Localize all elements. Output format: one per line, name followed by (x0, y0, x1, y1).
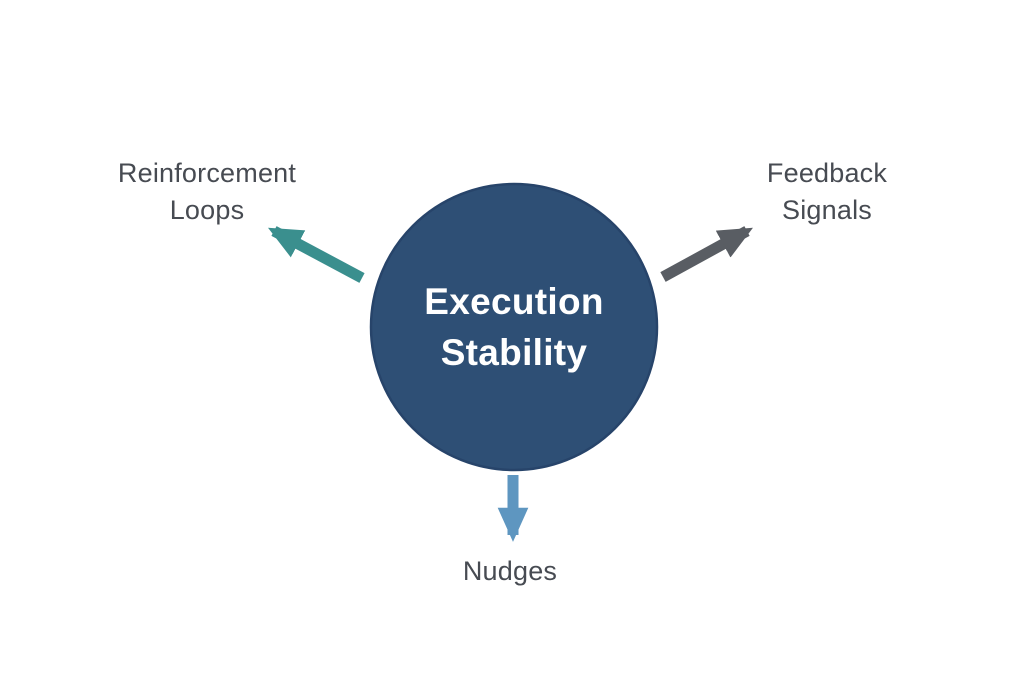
center-node-circle (369, 182, 659, 472)
label-line: Nudges (462, 556, 558, 586)
arrow-reinforcement-loops (267, 226, 365, 283)
label-reinforcement-loops: Reinforcement Loops (47, 155, 367, 229)
center-node-label: Execution Stability (354, 276, 674, 378)
label-nudges: Nudges (350, 553, 670, 590)
label-line: Loops (169, 195, 245, 225)
label-line: Signals (782, 195, 872, 225)
center-label-line-2: Stability (440, 332, 588, 373)
label-line: Feedback (766, 158, 888, 188)
center-label-line-1: Execution (424, 281, 604, 322)
label-line: Reinforcement (117, 158, 297, 188)
arrow-feedback-signals (660, 226, 753, 282)
label-feedback-signals: Feedback Signals (667, 155, 987, 229)
